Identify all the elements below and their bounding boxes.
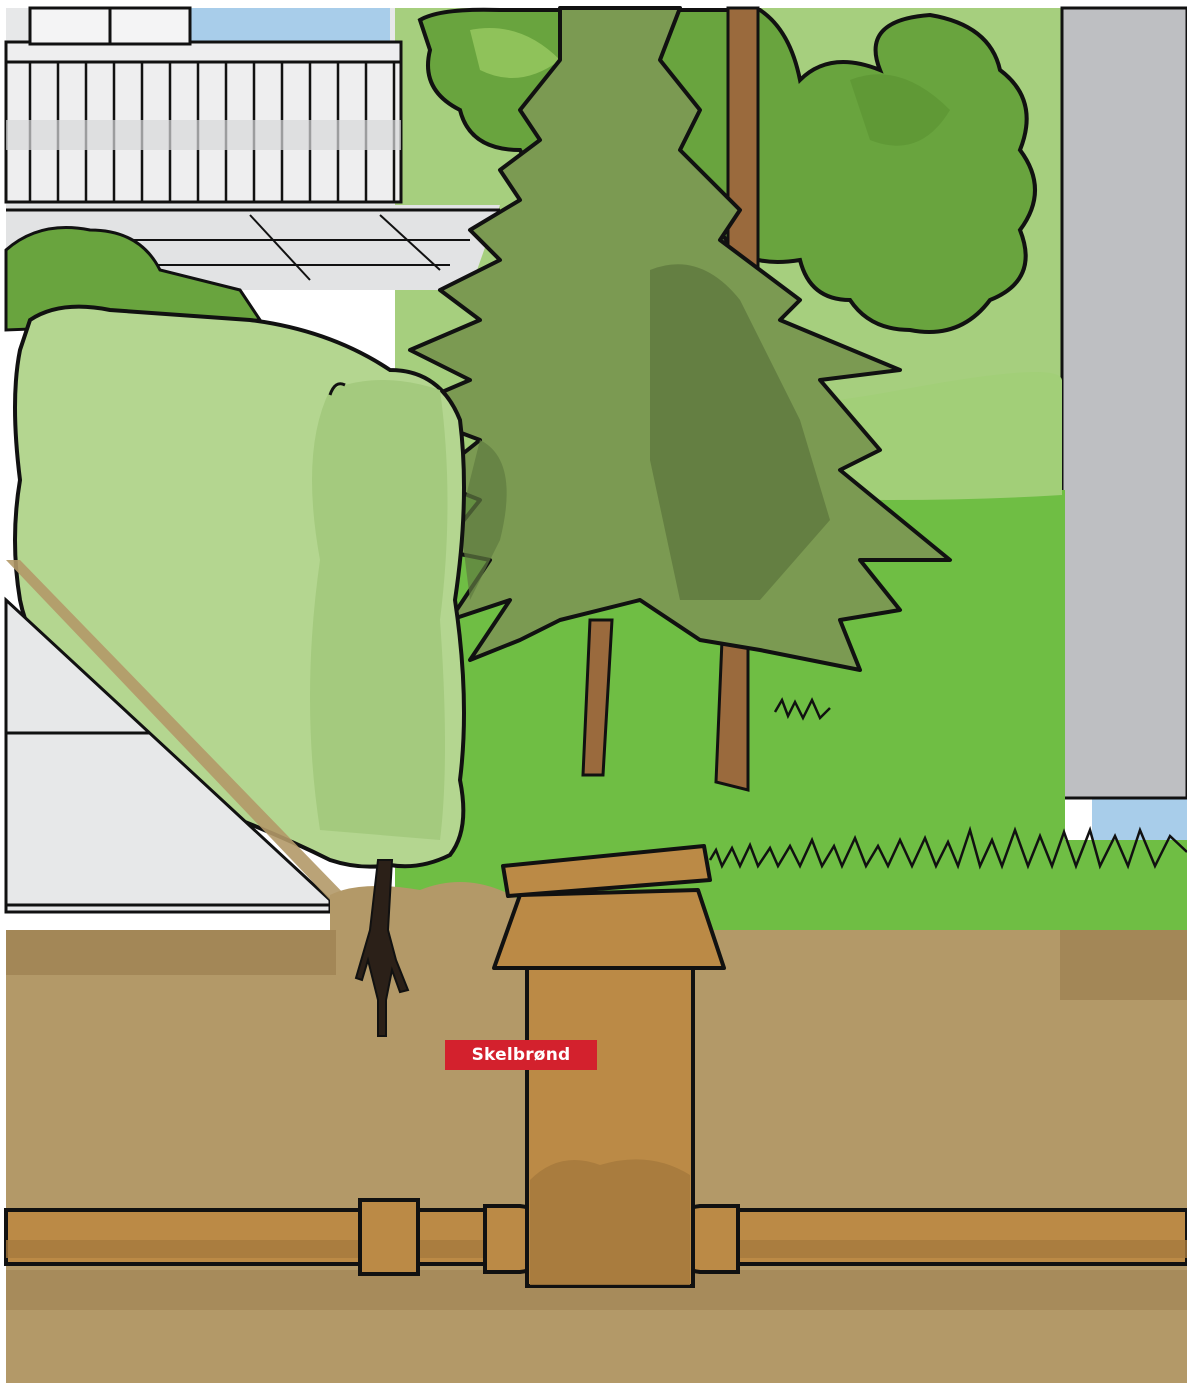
manhole-label: Skelbrønd <box>445 1040 597 1070</box>
house-wall <box>1062 8 1187 858</box>
